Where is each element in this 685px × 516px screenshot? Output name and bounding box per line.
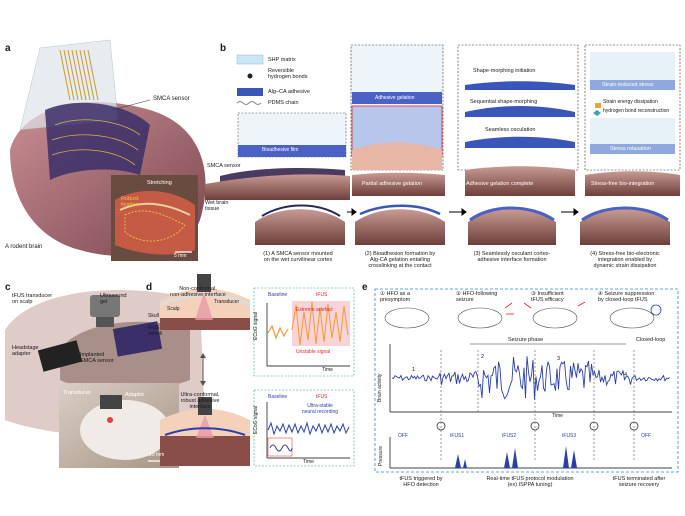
e-step-4: ④ Seizure suppression by closed-loop tFU… xyxy=(598,291,655,304)
panel-b-legend-icons xyxy=(236,54,264,105)
d-scalp-label: Scalp xyxy=(167,306,180,312)
e-step-2: ② HFO-following seizure xyxy=(456,291,498,304)
closed-loop-label: Closed-loop xyxy=(636,337,666,343)
strain-stress-label: Strain-induced stress xyxy=(602,82,654,88)
d-tfus-top: tFUS xyxy=(316,292,328,298)
adaptor-label: Adaptor xyxy=(125,392,145,398)
implanted-sensor-label: Implanted SMCA sensor xyxy=(80,352,114,365)
pulse-tfus1: tFUS1 xyxy=(450,433,465,439)
step-1-caption: (1) A SMCA sensor mounted on the wet cur… xyxy=(263,251,333,264)
bioadhesive-film-label: Bioadhesive film xyxy=(262,147,299,153)
panel-a-illustration xyxy=(10,39,206,261)
seamless-label: Seamless osculation xyxy=(485,127,536,133)
ecog-axis-bottom: ECoG signal xyxy=(253,405,259,434)
time-axis-top: Time xyxy=(322,367,333,373)
adhesive-gelation-label: Adhesive gelation xyxy=(375,95,415,101)
step-4-caption: (4) Stress-free bio-electronic integrati… xyxy=(590,251,660,270)
panel-label-e: e xyxy=(362,282,368,293)
brain-activity-axis: Brain activity xyxy=(377,373,383,402)
d-tfus-bottom: tFUS xyxy=(316,394,328,400)
sequential-label: Sequential shape-morphing xyxy=(470,99,538,105)
legend-shp-matrix: SHP matrix xyxy=(268,57,296,63)
smca-sensor-b-label: SMCA sensor xyxy=(207,163,241,169)
d-skull-label: Skull xyxy=(148,313,159,319)
stress-free-label: Stress-free bio-integration xyxy=(591,181,655,187)
trace-marker-4: 4 xyxy=(624,372,628,378)
e-note-3: tFUS terminated after seizure recovery xyxy=(612,476,666,489)
panel-b-stage4 xyxy=(584,44,681,196)
pulse-tfus2: tFUS2 xyxy=(502,433,517,439)
ultrasound-gel-label: Ultrasound gel xyxy=(100,293,127,306)
rodent-brain-label: A rodent brain xyxy=(5,244,43,250)
legend-alg-ca: Alg–CA adhesive xyxy=(268,89,310,95)
panel-e-illustration xyxy=(374,288,679,473)
headstage-label: Headstage adapter xyxy=(12,345,39,358)
legend-hydrogen-bonds: Reversible hydrogen bonds xyxy=(268,68,308,81)
panel-c-illustration xyxy=(5,290,205,468)
trace-marker-3: 3 xyxy=(557,356,561,362)
panel-d-illustration xyxy=(159,274,355,467)
hbond-recon-label: hydrogen bond reconstruction xyxy=(603,108,670,114)
legend-pdms: PDMS chain xyxy=(268,100,299,106)
panel-label-a: a xyxy=(5,43,11,54)
ultra-stable-label: Ultra-stable neural recording xyxy=(301,403,339,415)
pulse-off-2: OFF xyxy=(641,433,651,439)
stretching-label: Stretching xyxy=(147,180,172,186)
d-baseline-bottom: Baseline xyxy=(268,394,288,400)
panel-b-stage3 xyxy=(457,44,579,196)
e-note-1: tFUS triggered by HFO detection xyxy=(399,476,443,489)
ecog-axis-top: ECoG signal xyxy=(253,311,259,340)
tfus-transducer-label: tFUS transducer on scalp xyxy=(12,293,53,306)
e-time-axis: Time xyxy=(552,413,563,419)
seizure-phase-label: Seizure phase xyxy=(508,337,544,343)
smca-sensor-label: SMCA sensor xyxy=(153,96,190,102)
panel-label-c: c xyxy=(5,282,11,293)
d-bottom-label: Ultra-conformal, robust adhesive interfa… xyxy=(180,392,220,411)
step-3-caption: (3) Seamlessly osculant cortex- adhesive… xyxy=(473,251,551,264)
stress-relax-label: Stress relaxation xyxy=(610,146,651,152)
trace-marker-2: 2 xyxy=(481,354,485,360)
d-transducer-label: Transducer xyxy=(214,299,240,305)
scale-bar-c: 10 mm xyxy=(149,452,165,458)
panel-label-b: b xyxy=(220,43,227,54)
pressure-axis: Pressure xyxy=(378,445,384,466)
panel-b-stage1 xyxy=(205,112,350,200)
d-tfus-stimuli-label: tFUS stimuli xyxy=(148,325,163,337)
panel-b-cortex-row xyxy=(255,204,670,245)
d-top-label: Non-conformal, non-adhesive interface xyxy=(170,286,226,299)
wet-brain-tissue-label: Wet brain tissue xyxy=(205,200,229,213)
scale-bar-a: 5 mm xyxy=(174,253,187,259)
e-step-1: ① HFO as a presymptom xyxy=(380,291,411,304)
shape-morphing-init-label: Shape-morphing initiation xyxy=(473,68,536,74)
gelation-complete-label: Adhesive gelation complete xyxy=(466,181,534,187)
pulse-off-1: OFF xyxy=(398,433,408,439)
e-step-3: ③ Insufficient tFUS efficacy xyxy=(531,291,564,304)
trace-marker-1: 1 xyxy=(412,367,416,373)
unstable-signal-label: Unstable signal xyxy=(296,349,331,355)
panel-b-stage2 xyxy=(350,44,445,196)
extreme-artefact-label: Extreme artefact xyxy=(296,307,333,313)
pulse-tfus3: tFUS3 xyxy=(562,433,577,439)
step-2-caption: (2) Bioadhesion formation by Alg-CA gela… xyxy=(364,251,436,270)
d-baseline-top: Baseline xyxy=(268,292,288,298)
transducer-c-label: Transducer xyxy=(63,390,91,396)
e-note-2: Real-time tFUS protocol modulation (ex) … xyxy=(486,476,574,489)
partial-gelation-label: Partial adhesive gelation xyxy=(362,181,422,187)
strain-energy-label: Strain energy dissipation xyxy=(603,99,658,105)
robust-fixation-label: Robust fixation xyxy=(121,196,139,209)
panel-label-d: d xyxy=(146,282,153,293)
time-axis-bottom: Time xyxy=(303,459,314,465)
